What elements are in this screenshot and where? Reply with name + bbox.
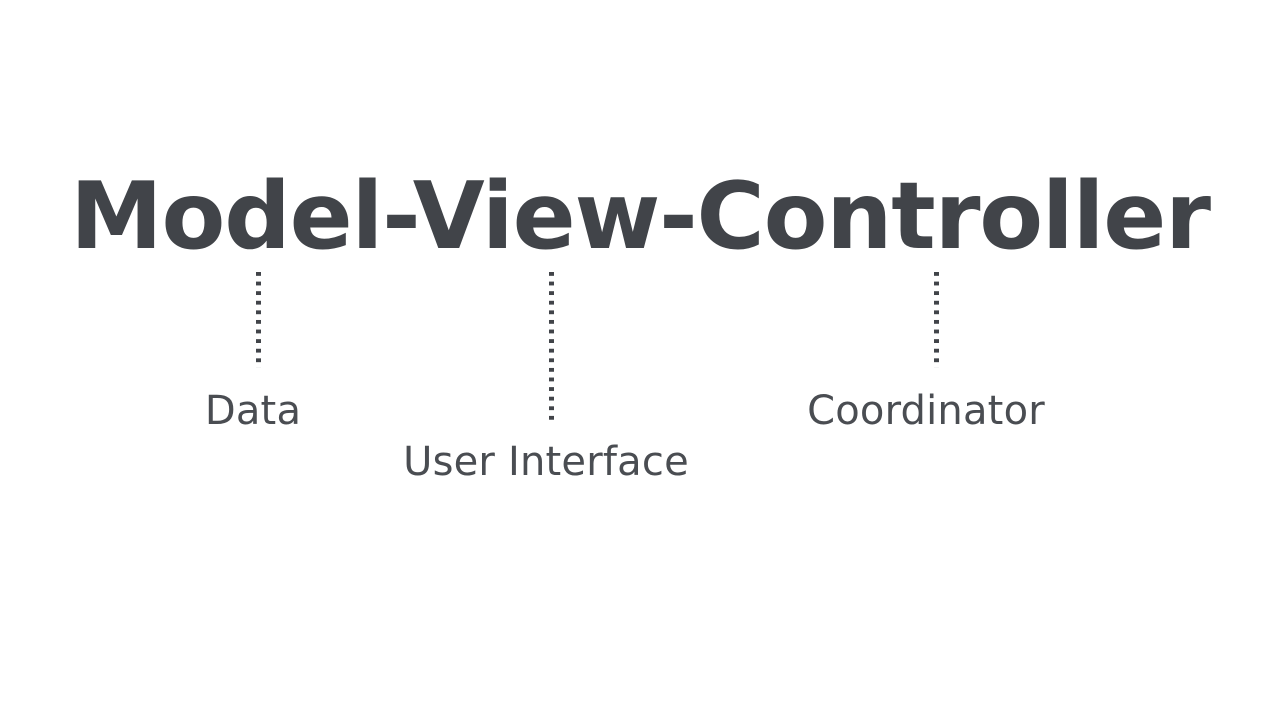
label-model-data: Data bbox=[204, 388, 302, 434]
page-title: Model-View-Controller bbox=[70, 162, 1211, 270]
view-connector-dotted-line-icon bbox=[549, 272, 554, 420]
model-connector-dotted-line-icon bbox=[256, 272, 261, 368]
controller-connector-dotted-line-icon bbox=[934, 272, 939, 368]
label-controller-coordinator: Coordinator bbox=[807, 388, 1045, 434]
label-view-user-interface: User Interface bbox=[403, 439, 689, 485]
